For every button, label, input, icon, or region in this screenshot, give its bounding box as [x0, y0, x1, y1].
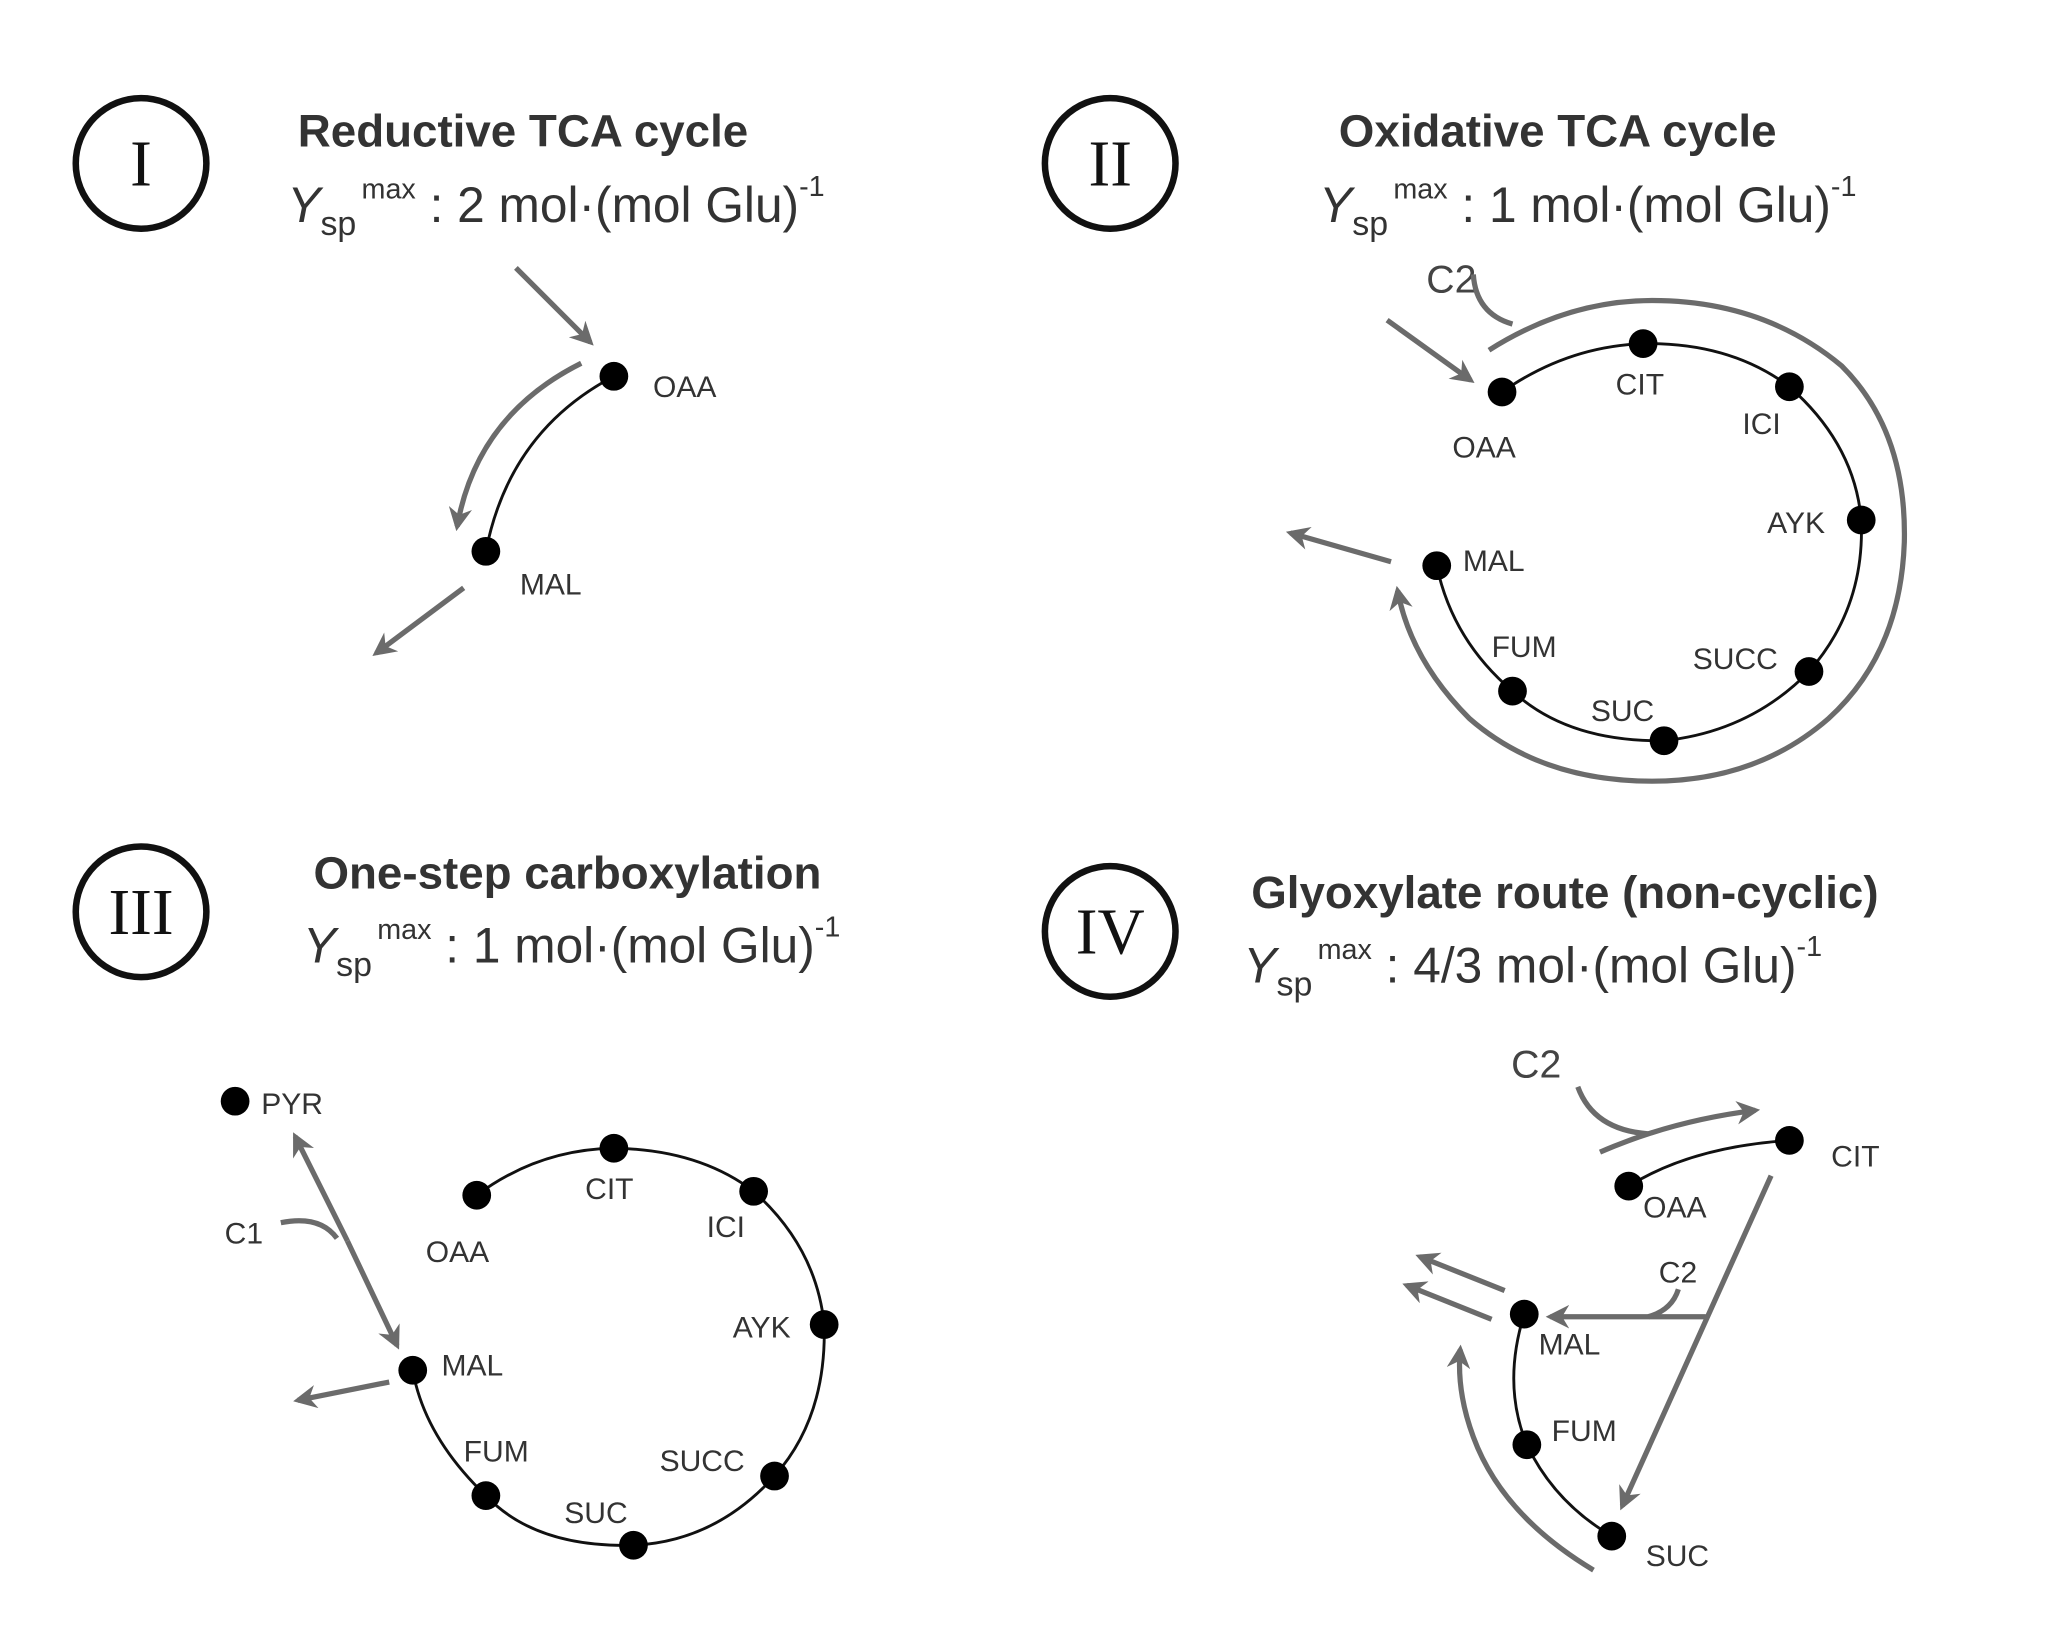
panel-number: III [108, 877, 173, 949]
cycle-edge [411, 1146, 826, 1547]
yield-text: Yspmax : 1 mol·(mol Glu)-1 [303, 912, 840, 984]
yield-text: Yspmax : 4/3 mol·(mol Glu)-1 [1243, 931, 1822, 1003]
panel-glyoxylate-route: IV Glyoxylate route (non-cyclic) Yspmax … [1041, 862, 1880, 1573]
panel-number-ring [1041, 94, 1179, 232]
node-label: CIT [1831, 1141, 1879, 1174]
node-label: FUM [464, 1436, 529, 1469]
panel-number-ring [72, 94, 210, 232]
cycle-edge [1435, 342, 1863, 743]
panel-title: One-step carboxylation [313, 847, 821, 898]
route-nodes [1509, 1126, 1804, 1551]
node-label: MAL [441, 1349, 503, 1382]
node-label: OAA [1643, 1191, 1706, 1224]
node-dot [599, 361, 629, 391]
flux-arrow [1389, 297, 1907, 784]
node-label: SUC [1591, 695, 1654, 728]
panel-number: IV [1076, 897, 1145, 969]
panel-number-ring [1041, 862, 1179, 1000]
node-label: OAA [426, 1236, 489, 1269]
flux-arrow [448, 360, 583, 532]
input-label: C2 [1426, 259, 1476, 302]
node-label: FUM [1552, 1415, 1617, 1448]
flux-arrow [1598, 1101, 1761, 1155]
c2-join-curve-2 [1647, 1288, 1681, 1320]
input-arrow [514, 266, 594, 346]
node-label: SUCC [1693, 643, 1778, 676]
reaction-edge [1627, 1138, 1790, 1188]
c1-join-curve [280, 1218, 340, 1240]
panel-one-step-carboxylation: III One-step carboxylation Yspmax : 1 mo… [72, 843, 840, 1560]
output-arrow [293, 1379, 390, 1409]
output-arrow [1402, 1281, 1493, 1322]
c2-join-curve [1470, 274, 1514, 327]
output-arrow [1415, 1252, 1506, 1294]
cycle-nodes [1422, 329, 1876, 756]
output-arrow [372, 585, 466, 657]
panel-oxidative-tca: II Oxidative TCA cycle Yspmax : 1 mol·(m… [1041, 94, 1907, 784]
node-label: SUC [564, 1497, 627, 1530]
node-label: ICI [707, 1211, 745, 1244]
yield-text: Yspmax : 1 mol·(mol Glu)-1 [1319, 171, 1856, 243]
isocitrate-lyase-arrow [1619, 1174, 1774, 1511]
node-label: MAL [520, 568, 582, 601]
yield-text: Yspmax : 2 mol·(mol Glu)-1 [287, 171, 824, 243]
node-label: OAA [1452, 431, 1515, 464]
input-label: C2 [1511, 1044, 1561, 1087]
input-label: C1 [225, 1218, 263, 1251]
node-dot [220, 1086, 250, 1116]
flux-arrow [1446, 1344, 1595, 1573]
node-label: SUC [1646, 1540, 1709, 1573]
node-label: CIT [1616, 369, 1664, 402]
node-label: AYK [733, 1312, 791, 1345]
panel-title: Oxidative TCA cycle [1339, 105, 1777, 156]
cycle-nodes [398, 1133, 839, 1560]
node-label: ICI [1742, 408, 1780, 441]
pyr-arrow [292, 1132, 350, 1243]
node-label: PYR [261, 1088, 323, 1121]
panel-number: I [130, 129, 152, 201]
reaction-edge [484, 375, 615, 552]
panel-number-ring [72, 843, 210, 981]
panel-title: Glyoxylate route (non-cyclic) [1251, 867, 1878, 918]
node-label: MAL [1539, 1329, 1601, 1362]
c2-join-curve [1575, 1085, 1649, 1137]
carboxylation-arrow [345, 1239, 400, 1350]
node-label: AYK [1767, 507, 1825, 540]
input-label-2: C2 [1659, 1257, 1697, 1290]
node-label: SUCC [660, 1445, 745, 1478]
panel-title: Reductive TCA cycle [298, 105, 748, 156]
panel-number: II [1088, 129, 1132, 201]
input-arrow [1385, 318, 1475, 383]
node-label: MAL [1463, 545, 1525, 578]
node-label: FUM [1492, 631, 1557, 664]
node-label: CIT [585, 1173, 633, 1206]
node-label: OAA [653, 371, 716, 404]
panel-reductive-tca: I Reductive TCA cycle Yspmax : 2 mol·(mo… [72, 94, 825, 657]
output-arrow [1285, 526, 1392, 565]
node-dot [471, 536, 501, 566]
